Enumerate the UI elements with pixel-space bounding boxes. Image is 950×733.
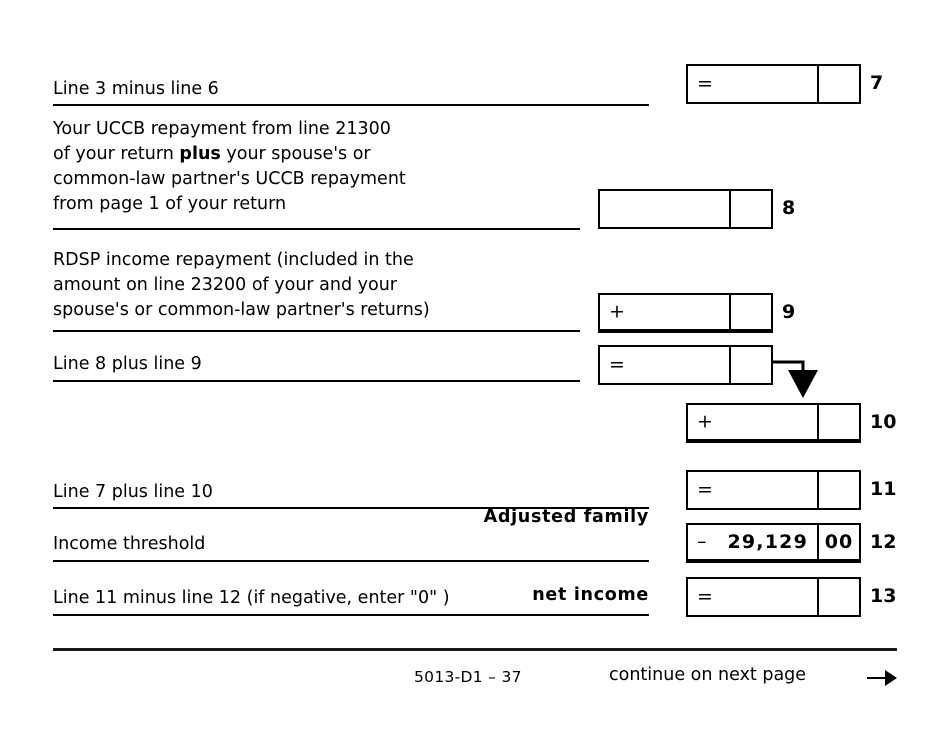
amount-box-7[interactable]: = xyxy=(686,64,861,104)
amount-box-11[interactable]: = xyxy=(686,470,861,510)
amount-box-8-cents[interactable] xyxy=(729,191,771,227)
row-label-line7: Line 3 minus line 6 xyxy=(53,79,219,99)
amount-box-13[interactable]: = xyxy=(686,577,861,617)
amount-box-12-cents[interactable]: 00 xyxy=(817,525,859,559)
row-rule-line11 xyxy=(53,507,649,509)
amount-box-line8plus9-cents[interactable] xyxy=(729,347,771,383)
row-rule-line8plus9 xyxy=(53,380,580,382)
row-label-line8-l1: Your UCCB repayment from line 21300 xyxy=(53,119,391,139)
form-code: 5013-D1 – 37 xyxy=(414,668,522,686)
amount-box-8-dollars[interactable] xyxy=(600,191,729,227)
amount-box-11-operator: = xyxy=(697,478,713,501)
amount-box-10-dollars[interactable]: + xyxy=(688,405,817,439)
amount-box-12-dollars[interactable]: – 29,129 xyxy=(688,525,817,559)
amount-box-13-number: 13 xyxy=(870,585,897,607)
row-label-line8-l4: from page 1 of your return xyxy=(53,194,287,214)
amount-box-7-cents[interactable] xyxy=(817,66,859,102)
amount-box-9-cents[interactable] xyxy=(729,295,771,329)
amount-box-line8plus9-dollars[interactable]: = xyxy=(600,347,729,383)
amount-box-8[interactable] xyxy=(598,189,773,229)
amount-box-line8plus9[interactable]: = xyxy=(598,345,773,385)
amount-box-13-cents[interactable] xyxy=(817,579,859,615)
row-label-line8-l2: of your return plus your spouse's or xyxy=(53,142,371,167)
amount-box-9-dollars[interactable]: + xyxy=(600,295,729,329)
row-rule-line9 xyxy=(53,330,580,332)
amount-box-7-operator: = xyxy=(697,72,713,95)
amount-box-11-dollars[interactable]: = xyxy=(688,472,817,508)
amount-box-12-number: 12 xyxy=(870,531,897,553)
row-label-line8-l2-part2: your spouse's or xyxy=(220,144,371,164)
amount-box-9-operator: + xyxy=(609,300,625,323)
amount-box-line8plus9-operator: = xyxy=(609,353,625,376)
row-label-line8-l2-bold: plus xyxy=(179,144,221,164)
footer-divider xyxy=(53,648,897,651)
flow-arrow-icon xyxy=(773,360,818,398)
amount-box-10-operator: + xyxy=(697,410,713,433)
amount-box-10[interactable]: + xyxy=(686,403,861,443)
row-label-line13: Line 11 minus line 12 (if negative, ente… xyxy=(53,588,450,608)
amount-box-11-cents[interactable] xyxy=(817,472,859,508)
amount-box-9-number: 9 xyxy=(782,301,796,323)
adjusted-family-net-income-caption-l1: Adjusted family xyxy=(483,507,649,527)
amount-box-10-number: 10 xyxy=(870,411,897,433)
amount-box-7-number: 7 xyxy=(870,72,884,94)
amount-box-12-operator: – xyxy=(697,530,707,553)
adjusted-family-net-income-caption-l2: net income xyxy=(532,585,649,605)
right-arrow-icon xyxy=(867,670,897,686)
amount-box-7-dollars[interactable]: = xyxy=(688,66,817,102)
row-label-line8plus9: Line 8 plus line 9 xyxy=(53,354,202,374)
amount-box-13-dollars[interactable]: = xyxy=(688,579,817,615)
amount-box-9[interactable]: + xyxy=(598,293,773,333)
row-rule-line7 xyxy=(53,104,649,106)
row-label-line8-l2-part1: of your return xyxy=(53,144,180,164)
row-rule-line12 xyxy=(53,560,649,562)
row-rule-line13 xyxy=(53,614,649,616)
amount-box-11-number: 11 xyxy=(870,478,897,500)
amount-box-10-cents[interactable] xyxy=(817,405,859,439)
row-label-line9-l3: spouse's or common-law partner's returns… xyxy=(53,300,430,320)
continue-label: continue on next page xyxy=(609,665,807,685)
amount-box-12-value: 29,129 xyxy=(727,531,808,553)
row-label-line9-l1: RDSP income repayment (included in the xyxy=(53,250,414,270)
amount-box-12[interactable]: – 29,129 00 xyxy=(686,523,861,563)
row-label-line12: Income threshold xyxy=(53,534,206,554)
row-label-line8-l3: common-law partner's UCCB repayment xyxy=(53,169,406,189)
row-label-line11: Line 7 plus line 10 xyxy=(53,482,213,502)
adjusted-family-net-income-caption: Adjusted family net income xyxy=(250,452,649,660)
row-label-line9-l2: amount on line 23200 of your and your xyxy=(53,275,398,295)
row-rule-line8 xyxy=(53,228,580,230)
amount-box-8-number: 8 xyxy=(782,197,796,219)
amount-box-13-operator: = xyxy=(697,585,713,608)
